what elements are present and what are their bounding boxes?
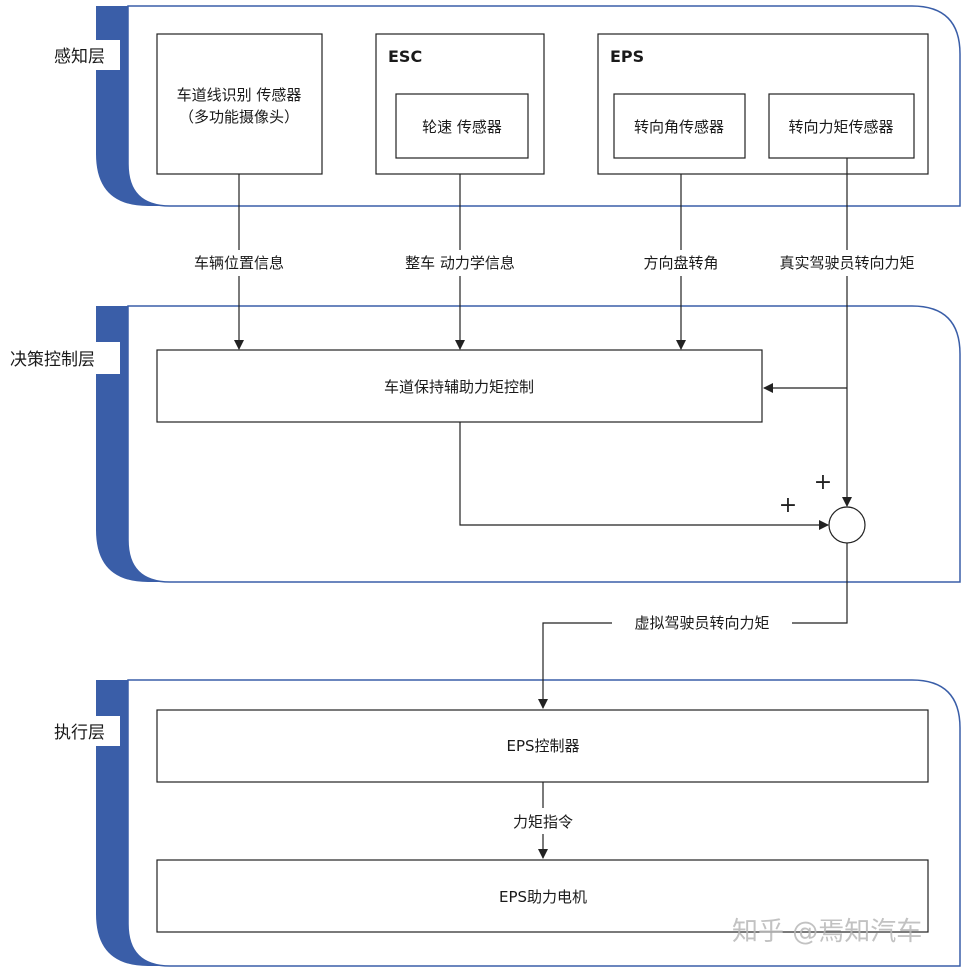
esc-title: ESC — [388, 47, 422, 66]
real-driver-torque-label: 真实驾驶员转向力矩 — [779, 254, 914, 272]
wheel-speed-sensor-box — [395, 93, 529, 159]
decision-layer-panel — [96, 305, 961, 583]
lka-torque-control-box — [156, 349, 763, 423]
steering-torque-sensor-label: 转向力矩传感器 — [788, 118, 893, 136]
execution-layer-label: 执行层 — [54, 723, 105, 743]
camera-sensor-label: 车道线识别 传感器 — [177, 86, 302, 104]
steering-angle-sensor-label: 转向角传感器 — [634, 118, 724, 136]
lka-torque-control-label: 车道保持辅助力矩控制 — [384, 378, 534, 396]
summing-junction — [828, 506, 866, 544]
steering-torque-sensor-box — [768, 93, 915, 159]
camera-sensor-sublabel: （多功能摄像头） — [179, 108, 299, 126]
virtual-driver-torque-label: 虚拟驾驶员转向力矩 — [634, 614, 769, 632]
perception-layer-label: 感知层 — [54, 47, 105, 67]
steering-angle-sensor-box — [613, 93, 746, 159]
eps-motor-label: EPS助力电机 — [499, 888, 587, 906]
steering-wheel-angle-label: 方向盘转角 — [643, 254, 718, 272]
plus-sign-top: + — [814, 470, 832, 495]
decision-layer-label: 决策控制层 — [10, 350, 95, 370]
torque-command-label: 力矩指令 — [513, 813, 573, 831]
eps-title: EPS — [610, 47, 644, 66]
wheel-speed-sensor-label: 轮速 传感器 — [422, 118, 502, 136]
vehicle-position-label: 车辆位置信息 — [194, 254, 284, 272]
watermark: 知乎 @焉知汽车 — [732, 917, 922, 947]
eps-controller-box — [156, 709, 929, 783]
camera-sensor-box — [156, 33, 323, 175]
plus-sign-left: + — [779, 493, 797, 518]
vehicle-dynamics-label: 整车 动力学信息 — [405, 254, 515, 272]
lka-output-to-sum-arrow — [459, 422, 829, 530]
eps-controller-label: EPS控制器 — [506, 737, 579, 755]
eps-motor-box — [156, 859, 929, 933]
